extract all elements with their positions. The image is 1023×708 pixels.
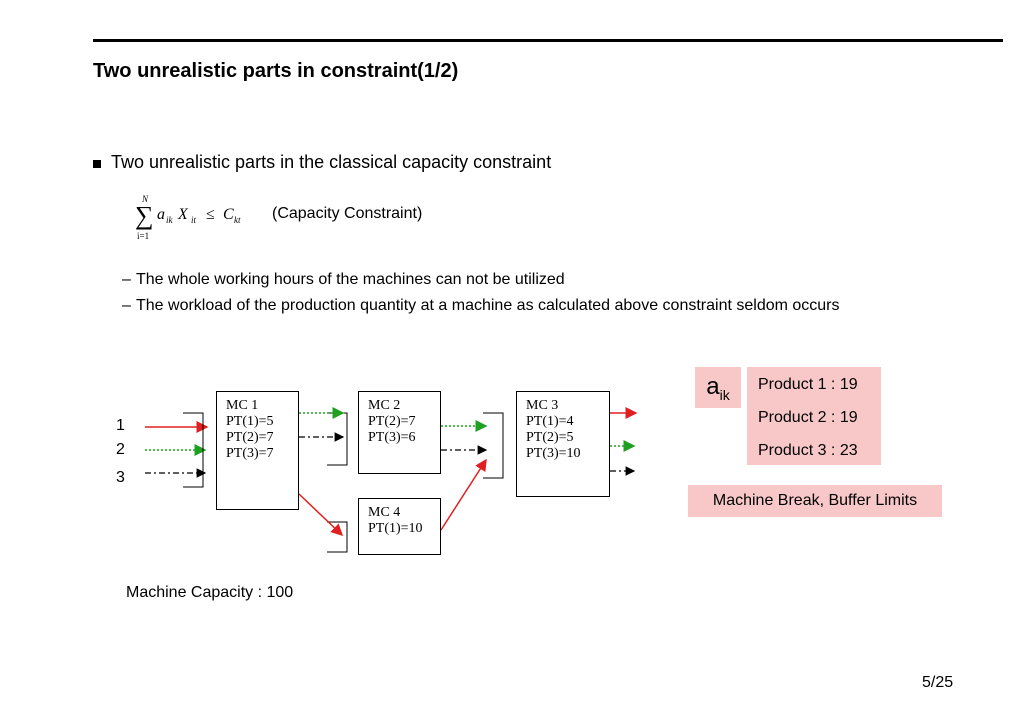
- processing-time: PT(3)=6: [368, 430, 416, 445]
- aik-base: a: [706, 373, 720, 400]
- le-sign: ≤: [206, 206, 215, 223]
- processing-time: PT(2)=5: [526, 430, 574, 445]
- processing-time: PT(3)=7: [226, 446, 274, 461]
- buffer-mc3: [483, 412, 504, 479]
- mc4-out-red: [440, 458, 487, 531]
- capacity-formula: N ∑ i=1 a ik X it ≤ C kt: [135, 194, 241, 241]
- capacity-label: (Capacity Constraint): [272, 205, 423, 222]
- slide-title: Two unrealistic parts in constraint(1/2): [93, 60, 459, 82]
- sum-upper: N: [141, 194, 149, 204]
- dash-marker: –: [122, 271, 131, 288]
- product-3: Product 3 : 23: [758, 442, 858, 459]
- sum-sign: ∑: [135, 201, 154, 230]
- main-bullet: Two unrealistic parts in the classical c…: [111, 152, 552, 172]
- cap-c-sub: kt: [234, 215, 241, 225]
- machine-mc1: MC 1 PT(1)=5 PT(2)=7 PT(3)=7: [216, 391, 299, 510]
- coef-a-sub: ik: [166, 215, 174, 225]
- processing-time: PT(2)=7: [226, 430, 274, 445]
- product-1: Product 1 : 19: [758, 376, 858, 393]
- cap-c: C: [223, 206, 234, 223]
- machine-mc3: MC 3 PT(1)=4 PT(2)=5 PT(3)=10: [516, 391, 610, 497]
- top-rule: [93, 39, 1003, 42]
- product-box: [747, 367, 881, 465]
- machine-mc2: MC 2 PT(2)=7 PT(3)=6: [358, 391, 441, 474]
- machine-name: MC 4: [368, 505, 401, 520]
- processing-time: PT(2)=7: [368, 414, 416, 429]
- processing-time: PT(1)=5: [226, 414, 274, 429]
- var-x: X: [177, 206, 189, 223]
- machine-name: MC 3: [526, 398, 559, 413]
- product-2: Product 2 : 19: [758, 409, 858, 426]
- buffer-mc1: [183, 412, 204, 488]
- machine-break-box: Machine Break, Buffer Limits: [688, 485, 942, 517]
- sub-bullet-1: The whole working hours of the machines …: [136, 271, 565, 288]
- aik-sub: ik: [719, 386, 730, 403]
- buffer-mc2: [327, 412, 348, 466]
- bullet-square-icon: [93, 160, 101, 168]
- input-label-1: 1: [116, 417, 125, 434]
- processing-time: PT(1)=10: [368, 521, 423, 536]
- sum-lower: i=1: [137, 231, 149, 241]
- page-number: 5/25: [922, 674, 954, 691]
- machine-capacity: Machine Capacity : 100: [126, 584, 294, 601]
- buffer-mc4: [327, 521, 348, 553]
- aik-symbol: aik: [695, 367, 741, 408]
- input-label-2: 2: [116, 441, 125, 458]
- dash-marker: –: [122, 297, 131, 314]
- var-x-sub: it: [191, 215, 197, 225]
- coef-a: a: [157, 206, 165, 223]
- machine-name: MC 1: [226, 398, 259, 413]
- mc1-out-red: [298, 493, 344, 537]
- processing-time: PT(1)=4: [526, 414, 574, 429]
- sub-bullet-2: The workload of the production quantity …: [136, 297, 840, 314]
- machine-name: MC 2: [368, 398, 401, 413]
- machine-mc4: MC 4 PT(1)=10: [358, 498, 441, 555]
- input-label-3: 3: [116, 469, 125, 486]
- processing-time: PT(3)=10: [526, 446, 581, 461]
